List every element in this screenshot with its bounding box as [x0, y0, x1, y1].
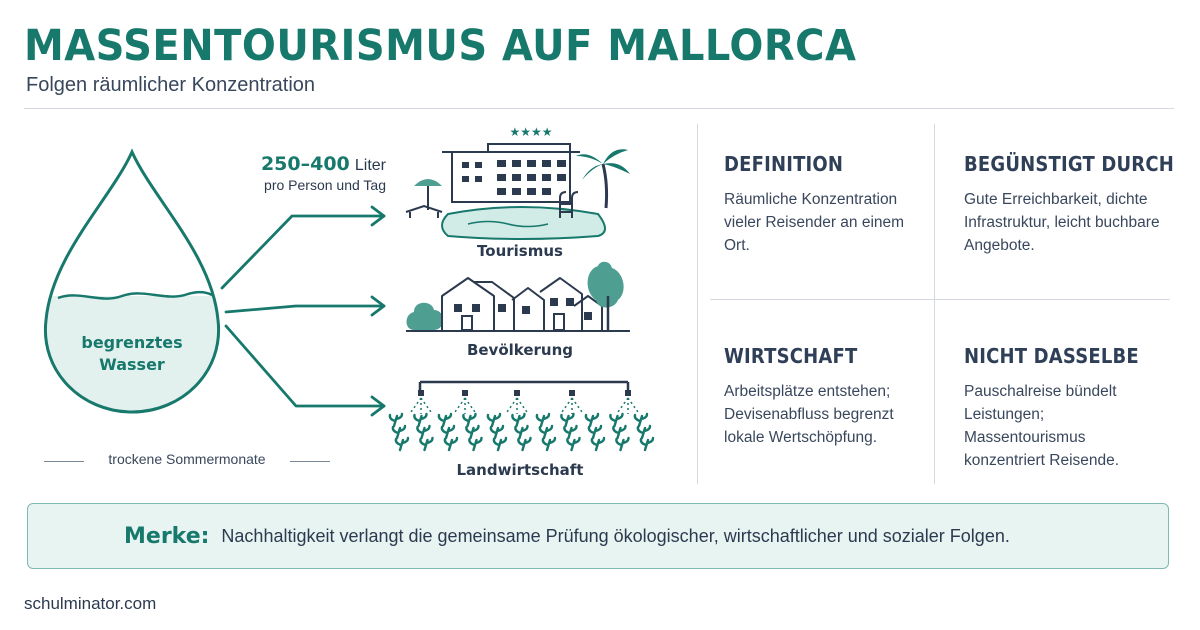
card-nicht-dasselbe-title: NICHT DASSELBE	[964, 344, 1139, 368]
card-definition-title: DEFINITION	[724, 152, 844, 176]
crop-plant	[413, 412, 428, 428]
grid-divider-horizontal	[710, 299, 1170, 300]
label-bevoelkerung: Bevölkerung	[466, 341, 574, 359]
merke-box: Merke: Nachhaltigkeit verlangt die gemei…	[27, 503, 1169, 569]
crop-plant	[563, 424, 578, 440]
card-wirtschaft: WIRTSCHAFT Arbeitsplätze entstehen; Devi…	[724, 344, 944, 449]
crop-plant	[609, 412, 624, 428]
header-divider	[24, 108, 1174, 109]
caption-line-right	[290, 461, 330, 462]
crop-plant	[437, 412, 453, 428]
arrow-to-tourismus	[220, 205, 386, 290]
merke-label: Merke:	[124, 523, 210, 549]
card-definition: DEFINITION Räumliche Konzentration viele…	[724, 152, 944, 257]
card-beguenstigt: BEGÜNSTIGT DURCH Gute Erreichbarkeit, di…	[964, 152, 1184, 257]
crop-plant	[615, 436, 630, 452]
star-rating-icon: ★★★★	[509, 125, 552, 139]
crop-plant	[612, 424, 627, 440]
crop-plant	[566, 436, 581, 452]
label-landwirtschaft: Landwirtschaft	[456, 461, 584, 479]
water-use-diagram: ★★★★	[43, 125, 655, 452]
crop-plant	[535, 412, 551, 428]
card-definition-text: Räumliche Konzentration vieler Reisender…	[724, 191, 905, 254]
crop-plant	[486, 412, 502, 428]
page-subtitle: Folgen räumlicher Konzentration	[26, 74, 316, 96]
merke-text: Nachhaltigkeit verlangt die gemeinsame P…	[221, 525, 1010, 546]
crop-plant	[465, 424, 480, 440]
arrow-to-landwirtschaft	[224, 324, 386, 417]
crop-plant	[538, 424, 554, 440]
card-beguenstigt-title: BEGÜNSTIGT DURCH	[964, 152, 1174, 176]
crop-plant	[514, 424, 529, 440]
crop-plant	[462, 412, 477, 428]
grid-divider-left	[697, 124, 698, 484]
crop-plant	[489, 424, 505, 440]
consumption-value: 250–400	[260, 153, 350, 175]
crop-plant	[590, 436, 606, 452]
water-consumption: 250–400 Liter pro Person und Tag	[236, 153, 386, 193]
hotel-pool-icon: ★★★★	[405, 125, 630, 240]
crop-plant	[468, 436, 483, 452]
drop-caption: trockene Sommermonate	[108, 451, 266, 467]
crop-plant	[388, 412, 404, 428]
water-drop-icon	[43, 148, 221, 414]
drop-label-line2: Wasser	[99, 355, 165, 374]
crop-plant	[440, 424, 456, 440]
drop-label-line1: begrenztes	[81, 333, 183, 352]
crop-plant	[587, 424, 603, 440]
crop-plant	[419, 436, 434, 452]
crop-plant	[443, 436, 459, 452]
crop-plant	[560, 412, 575, 428]
card-nicht-dasselbe: NICHT DASSELBE Pauschalreise bündelt Lei…	[964, 344, 1184, 472]
crop-plant	[517, 436, 532, 452]
label-tourismus: Tourismus	[477, 242, 563, 260]
card-wirtschaft-title: WIRTSCHAFT	[724, 344, 858, 368]
card-wirtschaft-text: Arbeitsplätze entstehen; Devisenabfluss …	[724, 383, 894, 446]
page-title: MASSENTOURISMUS AUF MALLORCA	[24, 21, 857, 71]
footer-site: schulminator.com	[24, 594, 157, 613]
consumption-sub: pro Person und Tag	[264, 177, 386, 193]
crop-plant	[492, 436, 508, 452]
arrow-to-bevoelkerung	[224, 295, 386, 317]
grid-divider-middle	[934, 124, 935, 484]
caption-line-left	[44, 461, 84, 462]
consumption-unit: Liter	[354, 157, 386, 174]
crop-plant	[584, 412, 600, 428]
crop-plant	[511, 412, 526, 428]
card-nicht-dasselbe-text: Pauschalreise bündelt Leistungen; Massen…	[964, 383, 1120, 469]
crop-plant	[541, 436, 557, 452]
crop-plant	[391, 424, 407, 440]
crop-plant	[633, 412, 649, 428]
houses-icon	[406, 261, 630, 332]
irrigation-field-icon	[388, 380, 655, 452]
card-beguenstigt-text: Gute Erreichbarkeit, dichte Infrastruktu…	[964, 191, 1160, 254]
crop-plant	[394, 436, 410, 452]
crop-plant	[636, 424, 652, 440]
crop-plant	[639, 436, 655, 452]
crop-plant	[416, 424, 431, 440]
